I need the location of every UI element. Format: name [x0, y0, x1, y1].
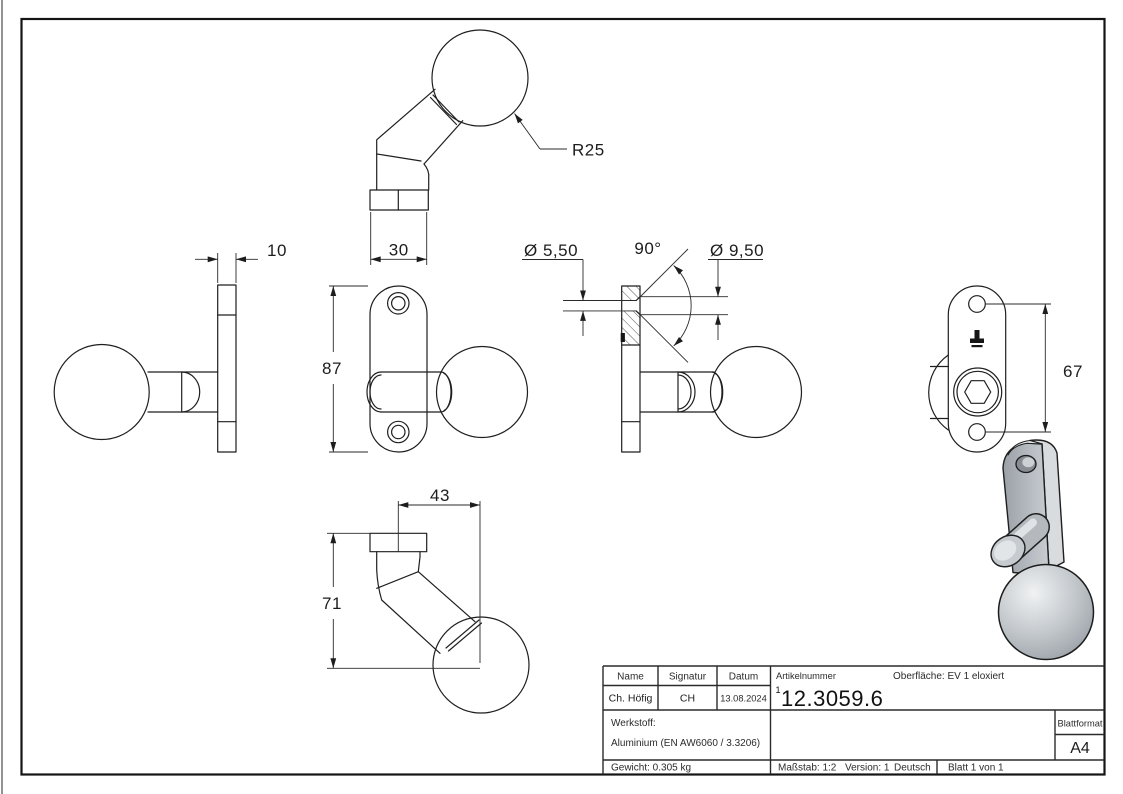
datum-label: Datum: [729, 672, 758, 683]
view-right: [928, 285, 1007, 453]
datum-value: 13.08.2024: [720, 694, 767, 704]
dim-dia950-label: Ø 9,50: [710, 241, 764, 260]
dim-67-label: 67: [1063, 362, 1083, 381]
title-block: Name Signatur Datum Ch. Höfig CH 13.08.2…: [602, 665, 1105, 774]
werkstoff-label: Werkstoff:: [611, 718, 656, 729]
werkstoff-value: Aluminium (EN AW6060 / 3.3206): [611, 738, 760, 749]
view-bottom: [369, 532, 530, 714]
view-isometric: [990, 439, 1095, 661]
view-front: [366, 285, 529, 453]
sprache-value: Deutsch: [894, 763, 931, 774]
dim-offset-vertical: 71: [322, 532, 480, 669]
version-value: Version: 1: [845, 763, 890, 774]
view-section: [563, 285, 803, 453]
dim-plate-thickness: 10: [195, 241, 287, 283]
dim-71-label: 71: [322, 594, 342, 613]
brand-logo-mark: [970, 330, 984, 348]
drawing-frame: [20, 17, 1106, 776]
logo-engraving-section: [620, 333, 625, 342]
blatt-value: Blatt 1 von 1: [948, 763, 1004, 774]
artikelnummer-value: 12.3059.6: [781, 686, 883, 711]
artikelnummer-prefix: 1: [776, 685, 781, 695]
dim-ball-radius: R25: [514, 113, 605, 160]
blattformat-value: A4: [1070, 740, 1090, 757]
dim-87-label: 87: [322, 359, 342, 378]
dim-plate-height: 87: [322, 285, 368, 453]
massstab-value: Maßstab: 1:2: [778, 763, 837, 774]
dim-30-label: 30: [389, 241, 409, 260]
hex-socket: [964, 380, 992, 404]
dim-base-width: 30: [370, 212, 428, 265]
dim-dia550-label: Ø 5,50: [524, 241, 578, 260]
signatur-label: Signatur: [669, 672, 707, 683]
dim-r25-label: R25: [572, 141, 605, 160]
oberflaeche-value: Oberfläche: EV 1 eloxiert: [893, 671, 1004, 682]
name-value: Ch. Höfig: [609, 693, 653, 705]
view-left: [53, 284, 237, 453]
ball-3d: [997, 563, 1095, 661]
dim-43-label: 43: [430, 486, 450, 505]
dim-90deg-label: 90°: [634, 239, 661, 258]
dim-offset-horizontal: 43: [397, 486, 481, 663]
view-top: [369, 29, 529, 211]
name-label: Name: [617, 672, 644, 683]
gewicht-value: Gewicht: 0.305 kg: [611, 763, 691, 774]
dim-countersink-diameter: Ø 9,50: [708, 241, 764, 340]
dim-hole-diameter: Ø 5,50: [522, 241, 586, 336]
dim-hole-spacing: 67: [986, 303, 1083, 433]
dim-countersink-angle: 90°: [634, 239, 692, 363]
artikelnummer-label: Artikelnummer: [776, 671, 836, 681]
blattformat-label: Blattformat: [1058, 719, 1103, 729]
signatur-value: CH: [680, 693, 695, 705]
dim-10-label: 10: [267, 241, 287, 260]
